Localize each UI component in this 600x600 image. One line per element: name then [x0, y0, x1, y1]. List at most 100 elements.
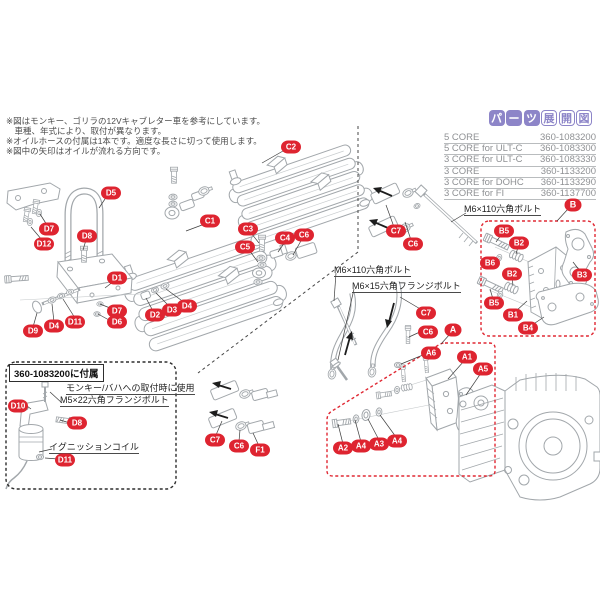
a-group-box [326, 342, 496, 477]
bracket-fasteners-drawing [4, 273, 171, 314]
note-line-4: ※図中の矢印はオイルが流れる方向です。 [6, 146, 166, 156]
part-number: 360-1137700 [540, 187, 596, 199]
callout-c4: C4 [275, 231, 295, 245]
callout-c6: C6 [229, 439, 249, 453]
callout-d7: D7 [107, 304, 127, 318]
callout-f1: F1 [250, 443, 270, 457]
oil-cooler-c2-drawing [228, 144, 373, 247]
callout-c1: C1 [200, 214, 220, 228]
callout-d10: D10 [8, 399, 28, 413]
callout-a6: A6 [421, 346, 441, 360]
title-badge-4: 展 [541, 110, 557, 126]
callout-d4: D4 [44, 319, 64, 333]
callout-d2: D2 [145, 308, 165, 322]
title-badge-5: 開 [558, 110, 575, 126]
callout-c6: C6 [403, 237, 423, 251]
callout-c7: C7 [386, 224, 406, 238]
middle-hoses-drawing [327, 281, 412, 381]
group-boxes [5, 126, 596, 490]
parts-number-table: 5 CORE 360-1083200 5 CORE for ULT-C 360-108… [444, 132, 596, 201]
callout-c7: C7 [416, 306, 436, 320]
callout-c7: C7 [205, 433, 225, 447]
part-number: 360-1133200 [540, 165, 596, 177]
lower-hose-set-drawing [208, 380, 279, 434]
page-title: パーツ展開図 [487, 110, 592, 126]
callout-b5: B5 [494, 224, 514, 238]
hose-cut-line [197, 126, 359, 374]
banjo-fitting-drawing [252, 234, 318, 286]
part-number: 360-1083200 [540, 132, 596, 143]
callout-d9: D9 [23, 324, 43, 338]
callout-d1: D1 [107, 271, 127, 285]
title-badge-2: ー [506, 110, 522, 126]
callout-d11: D11 [55, 453, 75, 467]
title-badge-6: 図 [576, 110, 592, 126]
callout-a4: A4 [387, 434, 407, 448]
label-m5x22-flange: M5×22六角フランジボルト [60, 395, 169, 407]
model-name: 3 CORE for FI [444, 187, 505, 199]
leader-lines [22, 150, 581, 460]
cooler-inlet-fitting-drawing [164, 166, 214, 220]
parts-table-row: 5 CORE 360-1083200 [444, 132, 596, 145]
callout-b: B [564, 198, 582, 212]
callout-a1: A1 [457, 350, 477, 364]
callout-d12: D12 [34, 237, 54, 251]
parts-table-row: 5 CORE for ULT-C 360-1083300 [444, 143, 596, 156]
callout-d4: D4 [177, 299, 197, 313]
label-ignition-coil: イグニッションコイル [49, 442, 139, 454]
d-accessory-box [5, 361, 177, 490]
label-monkey-baja-note: モンキー/バハへの取付時に使用 [66, 383, 195, 395]
callout-b2: B2 [502, 267, 522, 281]
callout-a2: A2 [333, 441, 353, 455]
title-badge-3: ツ [523, 110, 540, 126]
title-badge-1: パ [488, 110, 505, 126]
note-line-2: 車種、年式により、取付が異なります。 [6, 126, 167, 136]
note-line-1: ※図はモンキー、ゴリラの12Vキャブレター車を参考にしています。 [6, 116, 266, 126]
callout-c6: C6 [294, 228, 314, 242]
b-group-box [480, 220, 596, 337]
model-name: 5 CORE for ULT-C [444, 143, 523, 155]
parts-table-row: 3 CORE for ULT-C 360-1083330 [444, 154, 596, 167]
callout-c6: C6 [418, 325, 438, 339]
reference-notes: ※図はモンキー、ゴリラの12Vキャブレター車を参考にしています。 車種、年式によ… [6, 116, 265, 156]
callout-d5: D5 [101, 186, 121, 200]
callout-a4: A4 [351, 439, 371, 453]
callout-d6: D6 [107, 315, 127, 329]
part-number: 360-1083300 [540, 143, 596, 155]
label-m6x15-flange: M6×15六角フランジボルト [352, 281, 461, 293]
engine-drawing [458, 373, 600, 501]
d8-bolt-drawing [80, 245, 88, 263]
dbox-header: 360-1083200に付属 [9, 364, 104, 382]
callout-b1: B1 [503, 308, 523, 322]
callout-b2: B2 [509, 236, 529, 250]
model-name: 3 CORE for DOHC [444, 176, 524, 188]
callout-b4: B4 [518, 321, 538, 335]
oil-flow-arrows [209, 187, 395, 419]
model-name: 3 CORE for ULT-C [444, 154, 523, 166]
label-m6x110-left: M6×110六角ボルト [334, 265, 412, 277]
parts-table-row: 3 CORE for DOHC 360-1133290 [444, 176, 596, 189]
callout-a5: A5 [473, 362, 493, 376]
bracket-b-group-drawing [476, 228, 599, 326]
label-m6x110-right: M6×110六角ボルト [464, 204, 542, 216]
part-number: 360-1083330 [540, 154, 596, 166]
parts-table-row: 3 CORE for FI 360-1137700 [444, 187, 596, 201]
callout-b6: B6 [480, 256, 500, 270]
callout-c3: C3 [238, 222, 258, 236]
callout-c2: C2 [281, 140, 301, 154]
callout-a3: A3 [369, 437, 389, 451]
note-line-3: ※オイルホースの付属は1本です。適度な長さに切って使用します。 [6, 136, 262, 146]
stay-plate-drawing [6, 182, 61, 227]
callout-d7: D7 [39, 222, 59, 236]
callout-d8: D8 [77, 229, 97, 243]
part-number: 360-1133290 [540, 176, 596, 188]
callout-d8: D8 [67, 416, 87, 430]
callout-b5: B5 [484, 296, 504, 310]
callout-a: A [444, 323, 462, 337]
model-name: 5 CORE [444, 132, 480, 143]
callout-c5: C5 [235, 240, 255, 254]
callout-d11: D11 [65, 315, 85, 329]
